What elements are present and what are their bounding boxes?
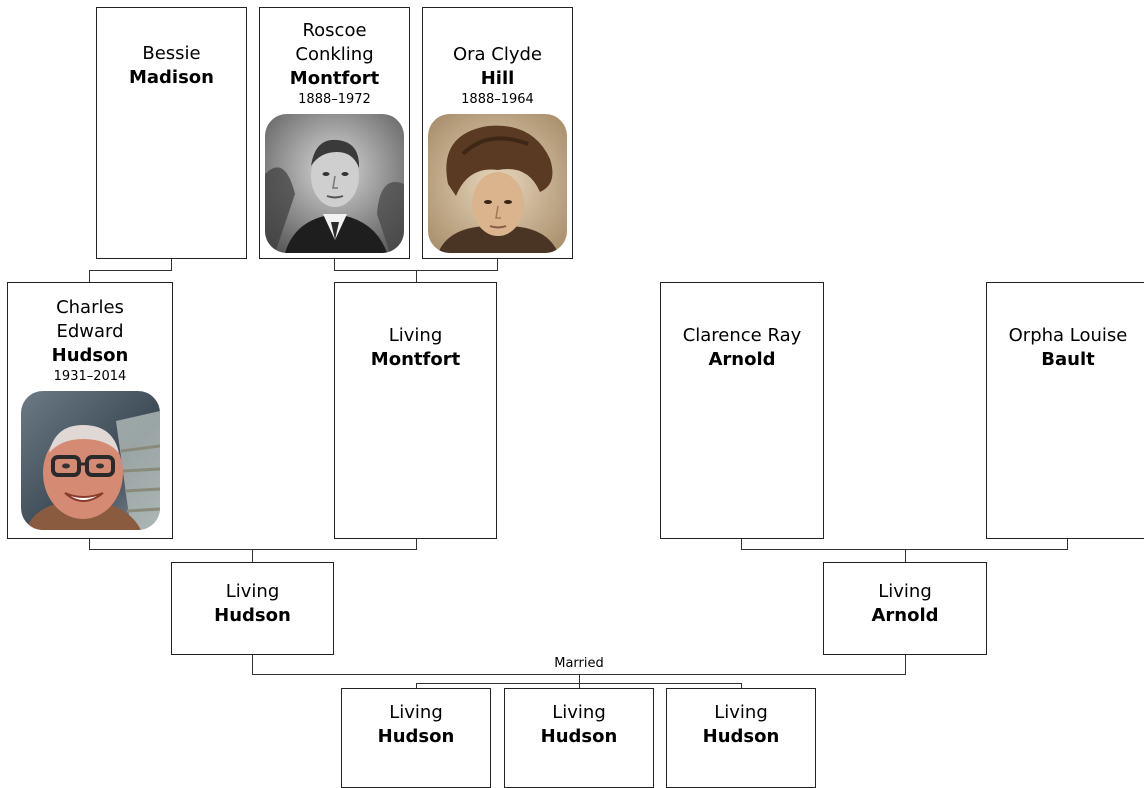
portrait-photo bbox=[20, 391, 160, 530]
person-living-hudson-parent[interactable]: Living Hudson bbox=[171, 562, 334, 655]
person-roscoe-montfort[interactable]: Roscoe Conkling Montfort 1888–1972 bbox=[259, 7, 410, 259]
first-name: Living bbox=[714, 702, 768, 723]
surname: Hudson bbox=[377, 726, 455, 747]
surname: Madison bbox=[128, 67, 214, 88]
woman-portrait-icon bbox=[428, 114, 567, 253]
person-child-1[interactable]: Living Hudson bbox=[341, 688, 491, 788]
man-portrait-icon bbox=[265, 114, 404, 253]
surname: Hudson bbox=[51, 345, 129, 366]
life-dates: 1888–1972 bbox=[298, 92, 371, 107]
middle-name: Edward bbox=[56, 321, 124, 342]
person-charles-hudson[interactable]: Charles Edward Hudson 1931–2014 bbox=[7, 282, 173, 539]
connector-hudson-montfort bbox=[89, 538, 417, 562]
first-name: Orpha Louise bbox=[1008, 325, 1128, 346]
surname: Montfort bbox=[370, 349, 461, 370]
married-label: Married bbox=[554, 656, 604, 671]
person-living-arnold[interactable]: Living Arnold bbox=[823, 562, 987, 655]
first-name: Living bbox=[389, 702, 443, 723]
portrait-photo bbox=[265, 114, 404, 253]
first-name: Charles bbox=[56, 297, 124, 318]
surname: Hill bbox=[480, 68, 515, 89]
person-living-montfort[interactable]: Living Montfort bbox=[334, 282, 497, 539]
person-ora-hill[interactable]: Ora Clyde Hill 1888–1964 bbox=[422, 7, 573, 259]
surname: Hudson bbox=[214, 605, 291, 626]
surname: Hudson bbox=[540, 726, 618, 747]
surname: Arnold bbox=[708, 349, 776, 370]
first-name: Living bbox=[552, 702, 606, 723]
first-name: Clarence Ray bbox=[682, 325, 802, 346]
person-child-3[interactable]: Living Hudson bbox=[666, 688, 816, 788]
surname: Hudson bbox=[702, 726, 780, 747]
first-name: Living bbox=[878, 581, 932, 602]
connector-children bbox=[416, 674, 742, 688]
connector-madison-hudson bbox=[89, 258, 172, 282]
person-child-2[interactable]: Living Hudson bbox=[504, 688, 654, 788]
middle-name: Conkling bbox=[295, 44, 374, 65]
first-name: Bessie bbox=[142, 43, 201, 64]
person-orpha-bault[interactable]: Orpha Louise Bault bbox=[986, 282, 1144, 539]
person-clarence-arnold[interactable]: Clarence Ray Arnold bbox=[660, 282, 824, 539]
first-name: Ora Clyde bbox=[452, 44, 543, 65]
portrait-photo bbox=[428, 114, 567, 253]
connector-arnold-bault bbox=[741, 538, 1068, 562]
connector-montfort-hill bbox=[334, 258, 498, 282]
older-man-portrait-icon bbox=[20, 391, 160, 530]
life-dates: 1888–1964 bbox=[461, 92, 534, 107]
surname: Montfort bbox=[289, 68, 380, 89]
surname: Arnold bbox=[871, 605, 939, 626]
person-bessie-madison[interactable]: Bessie Madison bbox=[96, 7, 247, 259]
first-name: Living bbox=[388, 325, 443, 346]
first-name: Roscoe bbox=[302, 20, 367, 41]
surname: Bault bbox=[1041, 349, 1095, 370]
first-name: Living bbox=[225, 581, 280, 602]
life-dates: 1931–2014 bbox=[53, 369, 127, 384]
